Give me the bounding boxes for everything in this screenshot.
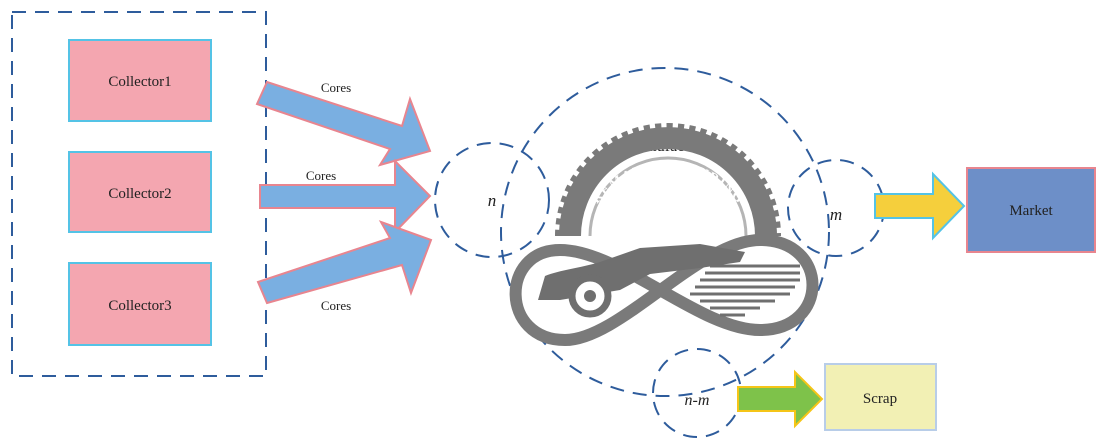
infinity-loop-icon	[509, 233, 819, 347]
scrap-arrow	[737, 369, 824, 429]
market-arrow	[874, 171, 966, 241]
core-arrow-1	[255, 80, 432, 167]
n-label: n	[488, 191, 497, 210]
cores-label-1: Cores	[321, 80, 351, 95]
collector-2-box[interactable]: Collector2	[68, 151, 212, 233]
m-label: m	[830, 205, 842, 224]
car-icon	[538, 244, 745, 318]
speed-lines-icon	[690, 264, 800, 317]
collector-2-label: Collector2	[108, 186, 171, 202]
collector-1-box[interactable]: Collector1	[68, 39, 212, 122]
core-arrow-2	[259, 158, 432, 235]
cores-label-3: Cores	[321, 298, 351, 313]
n-minus-m-label: n-m	[685, 392, 710, 409]
remanufacturing-logo: REMANUFACTURING	[509, 123, 819, 347]
market-label: Market	[1009, 203, 1053, 219]
scrap-label: Scrap	[863, 391, 897, 407]
remanufacturer-boundary	[500, 67, 830, 397]
core-arrow-3	[256, 220, 433, 305]
collectors-group-border	[11, 11, 267, 377]
collector-3-label: Collector3	[108, 298, 171, 314]
scrap-box[interactable]: Scrap	[824, 363, 937, 431]
cores-label-2: Cores	[306, 168, 336, 183]
input-node-circle	[434, 142, 550, 258]
collector-3-box[interactable]: Collector3	[68, 262, 212, 346]
market-box[interactable]: Market	[966, 167, 1096, 253]
collector-1-label: Collector1	[108, 74, 171, 90]
